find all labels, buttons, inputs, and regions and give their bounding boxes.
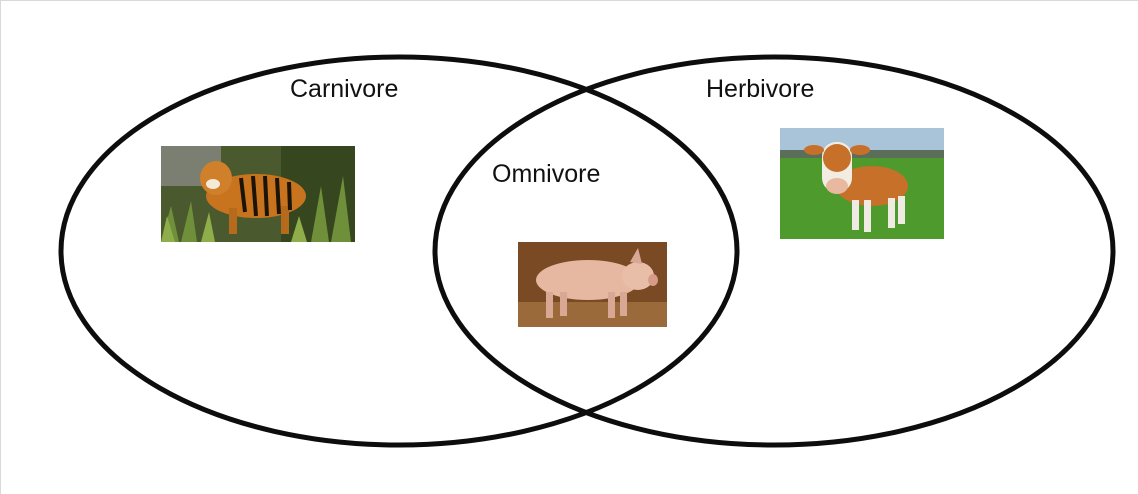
herbivore-ellipse (432, 54, 1116, 448)
omnivore-label: Omnivore (492, 160, 601, 188)
carnivore-label: Carnivore (290, 75, 399, 103)
tiger-photo (161, 146, 355, 242)
carnivore-ellipse (58, 54, 740, 448)
cow-photo (780, 128, 944, 239)
herbivore-label: Herbivore (706, 75, 815, 103)
pig-photo (518, 242, 667, 327)
